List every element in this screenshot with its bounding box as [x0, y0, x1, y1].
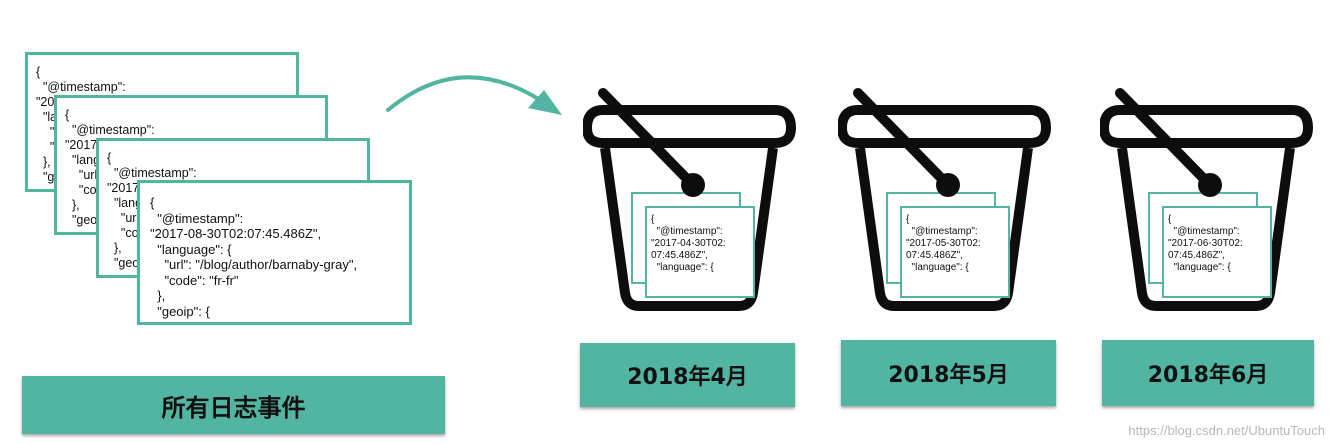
bucket-icon: [1100, 105, 1313, 311]
month-label-text: 2018年4月: [627, 365, 748, 390]
month-label-may: 2018年5月: [841, 340, 1056, 406]
bucket-handle-icon: [853, 88, 960, 197]
bucket-june: { "@timestamp": "2017-06-30T02: 07:45.48…: [1100, 88, 1320, 328]
month-label-june: 2018年6月: [1102, 340, 1314, 406]
bucket-icon: [583, 105, 796, 311]
bucket-handle-icon: [1115, 88, 1222, 197]
month-label-text: 2018年5月: [888, 363, 1009, 388]
bucket-april: { "@timestamp": "2017-04-30T02: 07:45.48…: [583, 88, 803, 328]
bucket-may: { "@timestamp": "2017-05-30T02: 07:45.48…: [838, 88, 1058, 328]
bucket-doc-front: { "@timestamp": "2017-05-30T02: 07:45.48…: [900, 206, 1010, 298]
curved-arrow-icon: [386, 75, 562, 115]
bucket-handle-icon: [598, 88, 705, 197]
bucket-icon: [838, 105, 1051, 311]
log-document-front: { "@timestamp": "2017-08-30T02:07:45.486…: [137, 180, 412, 325]
watermark: https://blog.csdn.net/UbuntuTouch: [1128, 423, 1325, 438]
bucket-doc-front: { "@timestamp": "2017-04-30T02: 07:45.48…: [645, 206, 755, 298]
all-events-label: 所有日志事件: [22, 376, 445, 434]
month-label-april: 2018年4月: [580, 343, 795, 407]
month-label-text: 2018年6月: [1147, 363, 1269, 388]
bucket-doc-front: { "@timestamp": "2017-06-30T02: 07:45.48…: [1162, 206, 1272, 298]
all-events-label-text: 所有日志事件: [161, 393, 306, 422]
